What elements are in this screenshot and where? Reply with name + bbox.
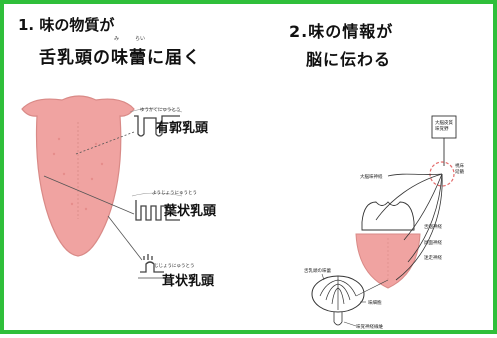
circumvallate-papilla-drawing: [134, 115, 180, 137]
label-nerve-d: 迷走神経: [424, 256, 442, 261]
label-taste-bud: 舌乳頭の味蕾: [304, 269, 331, 274]
panel2-title-line1: 2.味の情報が: [289, 22, 394, 41]
oral-cavity-outline: [361, 201, 415, 231]
label-taste-cell: 味細胞: [368, 301, 382, 306]
label-nerve-c: 顔面神経: [424, 241, 442, 246]
label-taste-cortex: 大脳皮質 味覚野: [435, 121, 453, 132]
taste-bud-cross-section: [311, 275, 365, 326]
label-foliate-papilla: 葉状乳頭: [164, 204, 217, 219]
ruby-foliate: ようじょうにゅうとう: [152, 191, 197, 196]
panel2-title-line2: 脳に伝わる: [306, 50, 392, 69]
ruby-circumvallate: ゆうかくにゅうとう: [140, 108, 181, 113]
label-nerve-b: 舌咽神経: [424, 225, 442, 230]
panel1-title-line2: 舌乳頭の味蕾に届く: [39, 48, 201, 68]
label-thalamus: 視床 延髄: [455, 164, 464, 175]
ruby-fungiform: じじょうにゅうとう: [154, 264, 195, 269]
thalamus-dashed-circle: [429, 161, 455, 187]
tongue-illustration: [21, 95, 135, 257]
fungiform-papilla-drawing: [138, 254, 170, 279]
foliate-papilla-drawing: [135, 200, 180, 221]
pointer-lines: [43, 131, 143, 261]
diagram-canvas: [21, 95, 457, 327]
label-nerve-a: 大脳味神経: [360, 175, 383, 180]
label-leaders: [321, 273, 389, 327]
label-fungiform-papilla: 茸状乳頭: [162, 274, 215, 289]
label-circumvallate-papilla: 有郭乳頭: [156, 121, 209, 136]
ruby-rai: らい: [135, 36, 146, 42]
ruby-mi: み: [114, 36, 120, 42]
nerve-pathways: [375, 173, 443, 281]
label-taste-nerve-fiber: 味覚神経線維: [356, 325, 383, 330]
panel1-title-line1: 1. 味の物質が: [18, 16, 115, 34]
